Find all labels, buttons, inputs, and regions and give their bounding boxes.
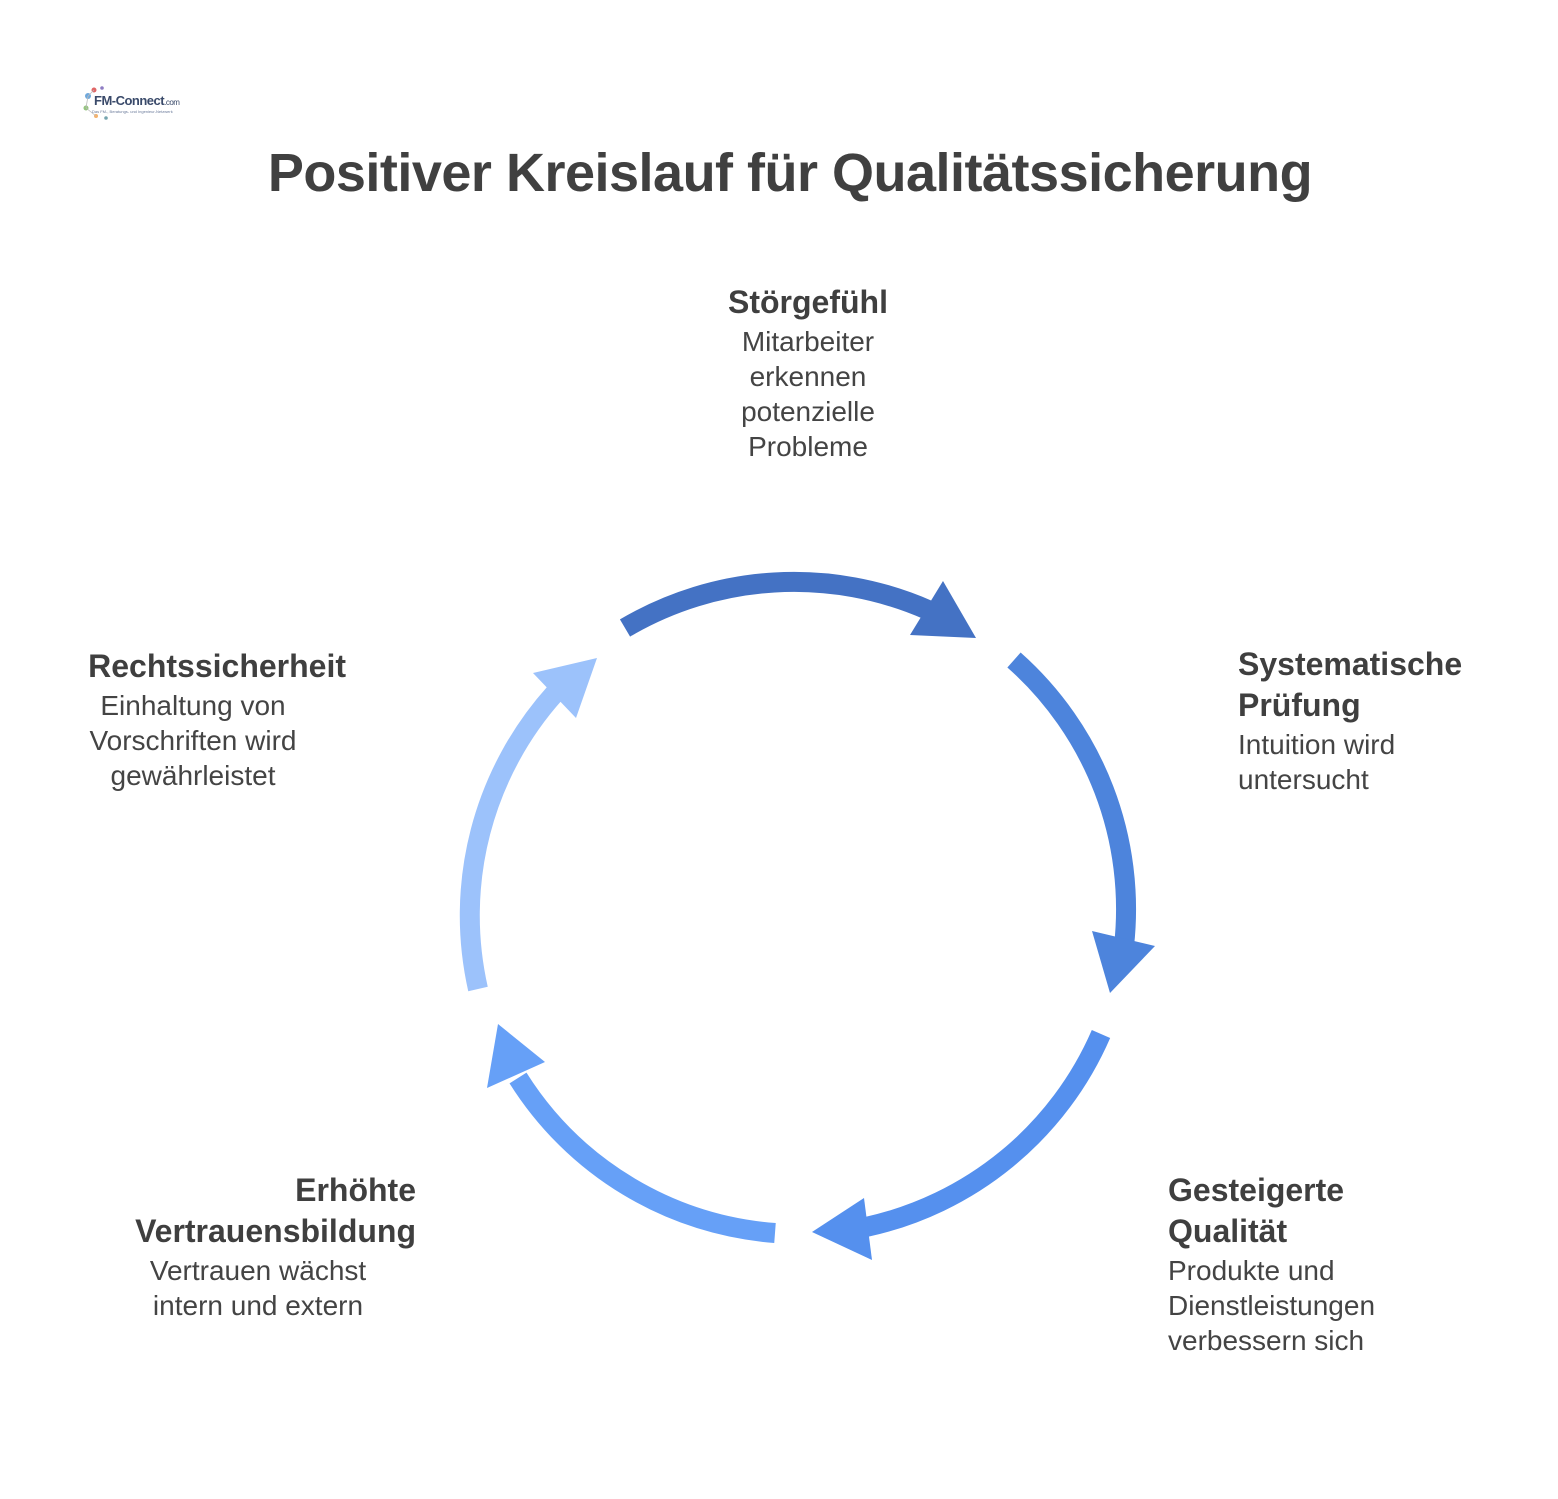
- step-label: Störgefühl: [728, 284, 888, 320]
- cycle-arrowhead-left: [533, 658, 597, 718]
- logo-network-icon: [83, 86, 108, 120]
- step-systematische-pruefung: Systematische Prüfung Intuition wird unt…: [1238, 644, 1518, 797]
- cycle-arrowhead-bottom-right: [812, 1198, 872, 1260]
- cycle-arrowhead-top: [910, 581, 976, 638]
- cycle-arrow-left: [459, 686, 563, 992]
- step-description: Produkte und Dienstleistungen verbessern…: [1168, 1255, 1376, 1356]
- cycle-arrow-top: [619, 571, 933, 637]
- logo-brand: FM-Connect: [94, 93, 165, 108]
- step-gesteigerte-qualitaet: Gesteigerte Qualität Produkte und Dienst…: [1168, 1170, 1468, 1358]
- fm-connect-logo: FM-Connect.com Das FM-, Beratungs- und I…: [80, 84, 180, 124]
- page-title: Positiver Kreislauf für Qualitätssicheru…: [267, 143, 1313, 203]
- step-stoergefuehl: Störgefühl Mitarbeiter erkennen potenzie…: [698, 282, 918, 464]
- cycle-arrow-right: [1007, 652, 1136, 948]
- cycle-arrowhead-bottom-left: [487, 1024, 545, 1088]
- step-label: Erhöhte Vertrauensbildung: [135, 1172, 416, 1249]
- step-description: Mitarbeiter erkennen potenzielle Problem…: [741, 326, 875, 462]
- logo-suffix: .com: [164, 98, 180, 107]
- step-erhoehte-vertrauensbildung: Erhöhte Vertrauensbildung Vertrauen wäch…: [100, 1170, 416, 1323]
- step-description: Intuition wird untersucht: [1238, 729, 1396, 795]
- step-rechtssicherheit: Rechtssicherheit Einhaltung von Vorschri…: [40, 646, 346, 793]
- cycle-arrow-bottom-right: [863, 1030, 1111, 1237]
- step-description: Vertrauen wächst intern und extern: [149, 1255, 367, 1321]
- cycle-arrowhead-right: [1092, 931, 1155, 993]
- step-label: Systematische Prüfung: [1238, 646, 1463, 723]
- step-description: Einhaltung von Vorschriften wird gewährl…: [89, 690, 297, 791]
- step-label: Gesteigerte Qualität: [1168, 1172, 1345, 1249]
- step-label: Rechtssicherheit: [88, 648, 346, 684]
- cycle-arrow-bottom-left: [509, 1072, 776, 1243]
- logo-tagline: Das FM-, Beratungs- und Ingenieur-Netzwe…: [92, 109, 173, 114]
